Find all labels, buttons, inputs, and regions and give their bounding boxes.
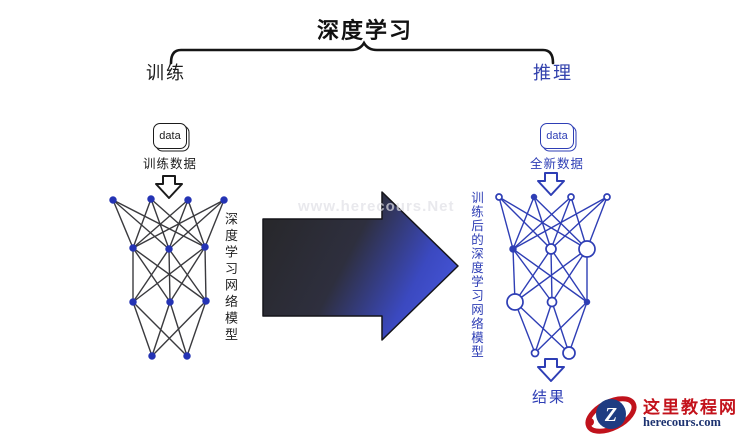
down-arrow-icon — [537, 358, 565, 382]
train-data-key-icon: data — [153, 123, 187, 149]
down-arrow-icon — [155, 175, 183, 199]
watermark-text: www.herecours.Net — [298, 198, 455, 215]
network-node — [495, 193, 503, 201]
inference-model-label: 训练后的深度学习网络模型 — [469, 191, 483, 359]
network-node — [562, 346, 576, 360]
new-data-key-label: data — [546, 130, 568, 142]
new-data-key-icon: data — [540, 123, 574, 149]
train-data-label: 训练数据 — [142, 157, 198, 171]
network-node — [546, 296, 558, 308]
train-phase-label: 训练 — [146, 63, 186, 83]
network-node — [202, 297, 210, 305]
network-node — [183, 352, 191, 360]
network-node — [109, 196, 117, 204]
network-node — [603, 193, 611, 201]
network-node — [506, 293, 524, 311]
result-label: 结果 — [531, 389, 567, 406]
network-node — [530, 193, 538, 201]
logo-site-domain: herecours.com — [643, 415, 721, 430]
logo-site-name: 这里教程网 — [643, 397, 738, 417]
network-node — [567, 193, 575, 201]
network-node — [147, 195, 155, 203]
network-node — [545, 243, 557, 255]
down-arrow-icon — [537, 172, 565, 196]
network-node — [530, 348, 540, 358]
inference-phase-label: 推理 — [533, 63, 573, 83]
network-node — [129, 244, 137, 252]
new-data-label: 全新数据 — [529, 157, 585, 171]
train-model-label: 深度学习网络模型 — [223, 212, 238, 344]
network-node — [220, 196, 228, 204]
training-to-inference-arrow — [262, 191, 459, 341]
network-node — [509, 245, 517, 253]
network-node — [129, 298, 137, 306]
brace — [169, 40, 555, 65]
network-node — [166, 298, 174, 306]
inference-network — [495, 193, 611, 360]
network-node — [578, 240, 596, 258]
page-title: 深度学习 — [316, 18, 414, 43]
train-network — [109, 195, 228, 360]
train-data-key-label: data — [159, 130, 181, 142]
down-arrows — [155, 172, 565, 382]
network-node — [165, 245, 173, 253]
logo-letter: Z — [604, 404, 617, 426]
network-node — [583, 298, 591, 306]
network-node — [184, 196, 192, 204]
network-node — [148, 352, 156, 360]
site-logo: Z 这里教程网 herecours.com — [584, 389, 738, 439]
site-logo-icon: Z — [585, 396, 637, 434]
network-node — [201, 243, 209, 251]
